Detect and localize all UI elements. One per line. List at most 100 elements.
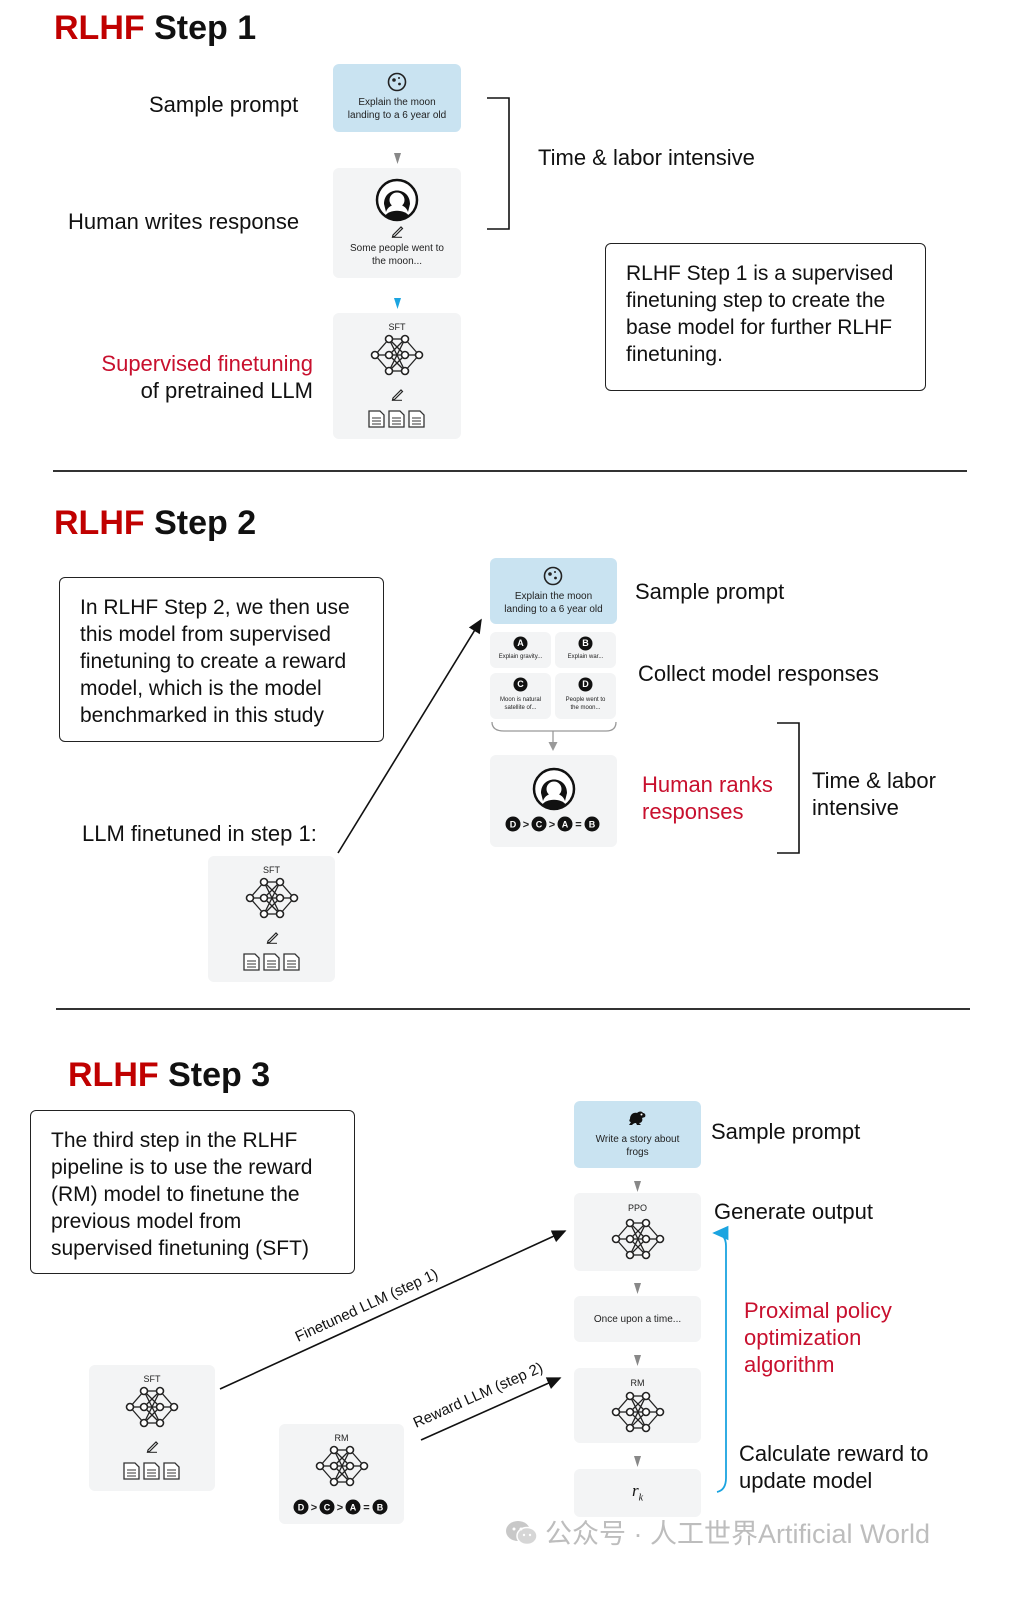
prompt-card-text: Write a story about frogs <box>595 1134 680 1158</box>
step1-sft-card: SFT <box>333 313 461 439</box>
step3-output-card: Once upon a time... <box>574 1296 701 1342</box>
rank-letter: D <box>510 820 517 830</box>
wechat-icon <box>506 1521 538 1546</box>
human-icon <box>532 767 576 811</box>
sft-card-label: SFT <box>143 1374 161 1384</box>
svg-text:=: = <box>575 819 581 831</box>
pen-icon <box>391 226 404 238</box>
response-letter: B <box>582 638 589 648</box>
step3-ppo-label: Proximal policy optimization algorithm <box>744 1298 892 1377</box>
letter-badge <box>578 636 593 651</box>
step3-prompt-card: Write a story about frogs <box>574 1101 701 1168</box>
finetuned-llm-arrow-label: Finetuned LLM (step 1) <box>293 1266 441 1346</box>
rank-letter: C <box>536 820 543 830</box>
neural-network-icon <box>370 334 424 376</box>
svg-text:>: > <box>337 1502 343 1514</box>
step3-ppo-card: PPO <box>574 1193 701 1271</box>
letter-badge <box>578 677 593 692</box>
watermark-text: 公众号 · 人工世界Artificial World <box>545 1519 931 1549</box>
svg-text:>: > <box>523 819 529 831</box>
sft-card-label: SFT <box>388 322 406 332</box>
down-arrow <box>634 1355 641 1366</box>
response-text: Explain war... <box>567 654 604 660</box>
group-bracket <box>491 721 617 732</box>
down-arrow <box>394 153 401 164</box>
response-card-b: B Explain war... <box>555 632 616 668</box>
feedback-loop-arrow <box>712 1225 729 1493</box>
step2-ranks-label: Human ranks responses <box>642 772 773 824</box>
bracket <box>487 97 510 230</box>
rank-letter: A <box>562 820 569 830</box>
rank-letter: A <box>350 1503 357 1513</box>
response-letter: C <box>517 679 524 689</box>
pen-icon <box>146 1441 159 1453</box>
human-icon <box>375 178 419 222</box>
svg-text:=: = <box>363 1502 369 1514</box>
sft-card-label: SFT <box>263 865 280 875</box>
step2-bracket-label: Time & labor intensive <box>812 768 936 820</box>
letter-badge <box>513 677 528 692</box>
pen-icon <box>391 389 404 401</box>
watermark: 公众号 · 人工世界Artificial World <box>505 1512 930 1551</box>
step3-sample-prompt-label: Sample prompt <box>711 1119 861 1144</box>
divider <box>56 1008 970 1010</box>
output-card-text: Once upon a time... <box>593 1314 682 1325</box>
step3-note: The third step in the RLHF pipeline is t… <box>30 1110 355 1274</box>
step2-note: In RLHF Step 2, we then use this model f… <box>59 577 384 742</box>
letter-badge <box>513 636 528 651</box>
down-arrow <box>548 742 558 751</box>
reward-symbol: rk <box>631 1481 644 1504</box>
rm-card-label: RM <box>630 1378 645 1388</box>
step3-sft-card: SFT <box>89 1365 215 1491</box>
response-letter: D <box>582 679 589 689</box>
down-arrow <box>634 1283 641 1294</box>
bracket <box>777 722 800 854</box>
step3-title: RLHF Step 3 <box>68 1056 271 1094</box>
documents-icon <box>123 1462 180 1480</box>
moon-icon <box>543 566 563 586</box>
response-text: People went to the moon... <box>565 697 606 711</box>
response-text: Moon is natural satellite of... <box>499 697 542 711</box>
step1-response-card: Some people went to the moon... <box>333 168 461 278</box>
rank-letter: D <box>298 1503 305 1513</box>
response-letter: A <box>517 638 524 648</box>
rank-letter: B <box>589 820 596 830</box>
response-card-text: Some people went to the moon... <box>350 243 444 267</box>
step2-title: RLHF Step 2 <box>54 504 257 542</box>
step3-reward-card: rk <box>574 1469 701 1517</box>
llm-to-prompt-arrow <box>337 618 482 854</box>
documents-icon <box>368 410 425 428</box>
response-card-d: D People went to the moon... <box>555 673 616 719</box>
step1-prompt-card: Explain the moon landing to a 6 year old <box>333 64 461 132</box>
divider <box>53 470 967 472</box>
step1-bracket-label: Time & labor intensive <box>538 145 755 170</box>
step1-title: RLHF Step 1 <box>54 9 257 47</box>
step1-human-label: Human writes response <box>68 209 300 234</box>
down-arrow <box>634 1456 641 1467</box>
step2-llm-label: LLM finetuned in step 1: <box>82 821 317 846</box>
step3-calc-label: Calculate reward to update model <box>739 1441 929 1493</box>
finetuned-llm-arrow <box>219 1230 567 1390</box>
pen-icon <box>266 932 279 944</box>
neural-network-icon <box>125 1386 179 1428</box>
neural-network-icon <box>611 1391 665 1433</box>
rank-letter: B <box>377 1503 384 1513</box>
down-arrow <box>634 1181 641 1192</box>
step3-rm-card: RM <box>574 1368 701 1443</box>
documents-icon <box>243 953 300 971</box>
neural-network-icon <box>315 1445 369 1487</box>
step2-sample-prompt-label: Sample prompt <box>635 579 785 604</box>
response-card-a: A Explain gravity... <box>490 632 551 668</box>
reward-llm-arrow <box>420 1377 562 1441</box>
step1-note: RLHF Step 1 is a supervised finetuning s… <box>605 243 926 391</box>
reward-llm-arrow-label: Reward LLM (step 2) <box>411 1359 546 1431</box>
step3-generate-label: Generate output <box>714 1199 874 1224</box>
ppo-card-label: PPO <box>627 1203 647 1213</box>
step1-sample-prompt-label: Sample prompt <box>149 92 299 117</box>
